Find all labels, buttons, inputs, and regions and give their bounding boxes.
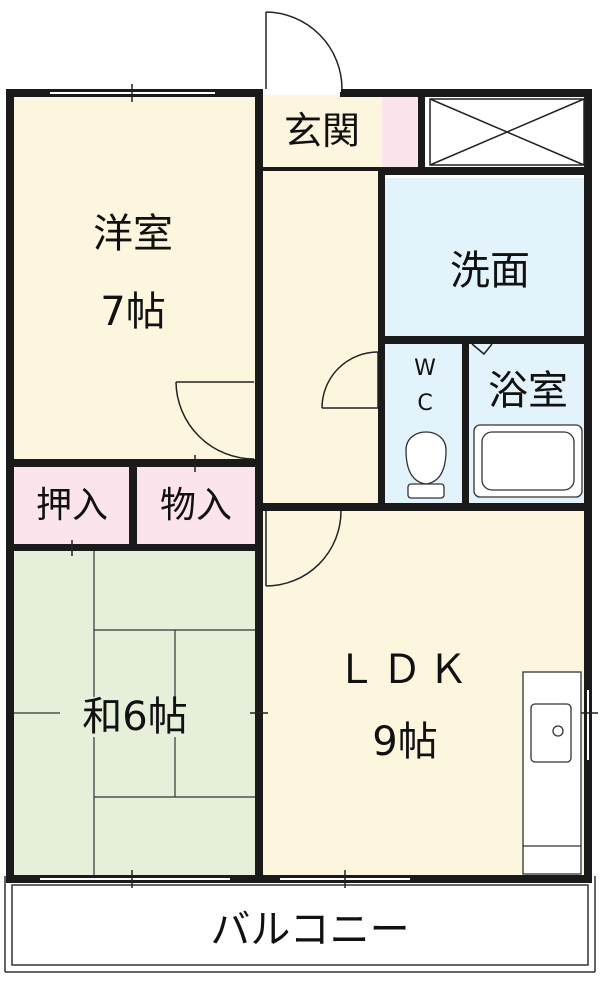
bathtub-fixture xyxy=(473,424,583,498)
balcony-label: バルコニー xyxy=(210,907,410,953)
kitchen-counter xyxy=(522,671,582,875)
window-ticks xyxy=(71,84,598,888)
storage-area xyxy=(136,467,257,545)
closet-area xyxy=(12,467,130,545)
entrance-door xyxy=(263,11,343,92)
entrance-label: 玄関 xyxy=(283,109,360,153)
door-swings xyxy=(175,343,493,587)
wc-label-c: C xyxy=(417,391,433,416)
ldk-size: 9帖 xyxy=(372,719,438,765)
storage-label: 物入 xyxy=(159,485,232,526)
entrance-step xyxy=(382,95,418,167)
washroom-label: 洗面 xyxy=(450,248,530,294)
closet-label: 押入 xyxy=(35,485,108,526)
ldk-label: ＬＤＫ xyxy=(336,647,474,693)
western-room-size: 7帖 xyxy=(100,289,166,335)
toilet-fixture xyxy=(405,431,447,499)
pipe-shaft xyxy=(429,98,585,166)
western-room-area xyxy=(12,95,257,461)
western-room-label: 洋室 xyxy=(93,211,173,257)
washroom-area xyxy=(384,178,586,338)
japanese-room-label: 和6帖 xyxy=(60,697,210,737)
wc-label-w: W xyxy=(414,356,436,381)
balcony-outline xyxy=(4,876,596,973)
entrance-area xyxy=(262,95,382,167)
bathroom-label: 浴室 xyxy=(488,368,568,414)
hallway-area xyxy=(262,171,378,505)
